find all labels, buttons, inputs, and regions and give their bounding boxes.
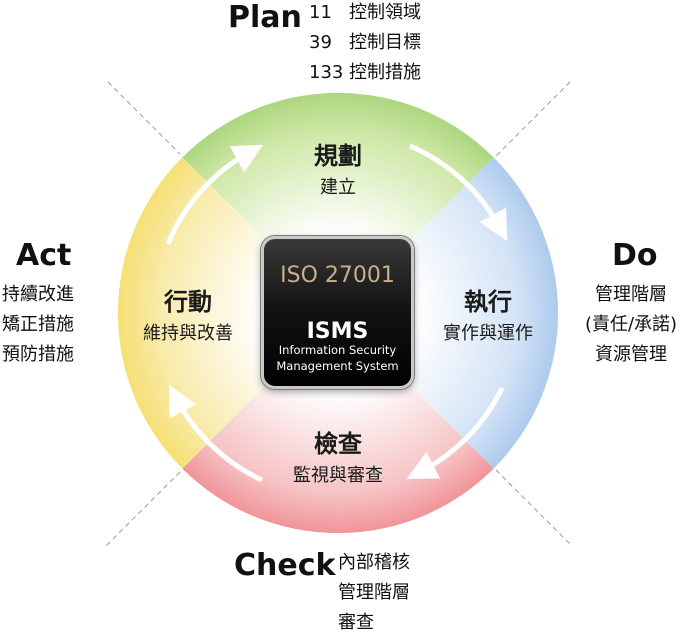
act-item: 持續改進 [2,284,74,305]
check-item: 內部稽核 [338,552,410,573]
iso-center-box: ISO 27001 ISMS Information Security Mana… [261,236,414,389]
arrow-do-to-check [406,386,505,479]
quadrant-right-label: 執行 實作與運作 [418,282,558,345]
do-items: 管理階層 (責任/承諾) 資源管理 [576,280,686,370]
plan-title: Plan [228,0,302,35]
act-item: 矯正措施 [2,314,74,335]
check-item: 審查 [338,612,374,633]
check-title: Check [234,548,336,583]
plan-item-num: 39 [309,32,332,53]
do-item: (責任/承諾) [584,314,678,335]
do-item: 資源管理 [595,344,667,365]
isms-label: ISMS [306,319,369,344]
do-item: 管理階層 [595,284,667,305]
check-item: 管理階層 [338,582,410,603]
plan-item-num: 11 [309,2,332,23]
do-title: Do [612,238,658,273]
diagonal-line-bl [103,471,181,549]
do-main-label: 執行 [464,288,512,316]
do-sub-label: 實作與運作 [443,323,533,344]
isms-subtitle-line1: Information Security [278,343,397,357]
check-items: 內部稽核 管理階層 審查 [338,548,410,638]
act-item: 預防措施 [2,344,74,365]
arrow-check-to-act [169,384,264,483]
plan-item-num: 133 [309,62,344,83]
act-items: 持續改進 矯正措施 預防措施 [2,280,74,370]
iso-title: ISO 27001 [280,263,395,288]
check-main-label: 檢查 [314,430,362,458]
quadrant-bottom-label: 檢查 監視與審查 [268,424,408,487]
diagonal-line-br [495,469,573,547]
plan-item: 39 控制目標 [309,28,421,58]
arrow-act-to-plan [165,144,264,245]
plan-sub-label: 建立 [320,177,356,198]
act-main-label: 行動 [164,288,212,316]
plan-item-label: 控制目標 [349,32,421,53]
plan-item-label: 控制措施 [349,62,421,83]
plan-item-label: 控制領域 [349,2,421,23]
quadrant-left-label: 行動 維持與改善 [118,282,258,345]
diagonal-line-tr [495,81,571,157]
isms-subtitle-line2: Management System [276,359,399,373]
plan-item: 11 控制領域 [309,0,421,28]
quadrant-top-label: 規劃 建立 [288,136,388,199]
plan-main-label: 規劃 [314,142,362,170]
diagonal-line-tl [107,81,181,155]
arrow-plan-to-do [409,143,508,242]
act-title: Act [16,238,72,273]
act-sub-label: 維持與改善 [143,323,233,344]
check-sub-label: 監視與審查 [293,465,383,486]
